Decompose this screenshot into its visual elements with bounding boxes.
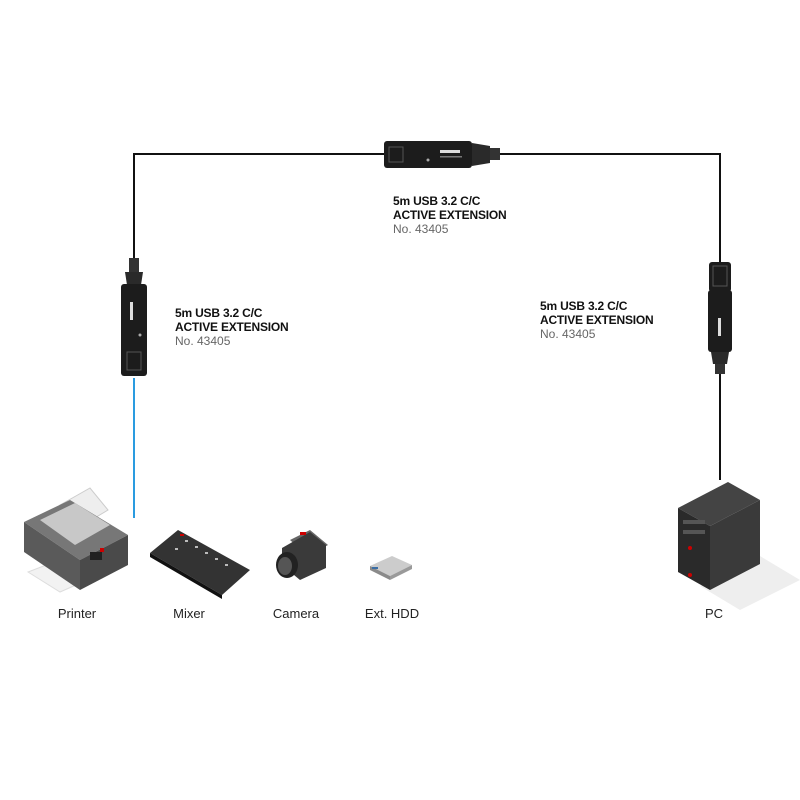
extension-label-top: 5m USB 3.2 C/C ACTIVE EXTENSION No. 4340… [393,194,507,236]
product-type: ACTIVE EXTENSION [393,208,507,222]
camera-illustration [276,530,328,580]
pc-illustration [678,482,800,610]
device-label-mixer: Mixer [173,606,205,621]
hdd-illustration [370,556,412,580]
extender-top [384,141,500,168]
extension-label-right: 5m USB 3.2 C/C ACTIVE EXTENSION No. 4340… [540,299,654,341]
cable-left-top [133,153,388,262]
device-label-camera: Camera [272,606,320,621]
product-name: 5m USB 3.2 C/C [540,299,628,313]
extender-right [708,262,732,374]
device-label-ext-hdd: Ext. HDD [364,606,420,621]
extender-left [121,258,147,376]
device-label-printer: Printer [57,606,97,621]
product-name: 5m USB 3.2 C/C [393,194,481,208]
product-name: 5m USB 3.2 C/C [175,306,263,320]
cable-top-right [492,153,721,262]
printer-illustration [24,487,128,593]
product-number: No. 43405 [393,222,449,236]
mixer-illustration [150,530,250,599]
product-type: ACTIVE EXTENSION [540,313,654,327]
device-label-pc: PC [704,606,724,621]
product-number: No. 43405 [175,334,231,348]
product-number: No. 43405 [540,327,596,341]
product-type: ACTIVE EXTENSION [175,320,289,334]
extension-label-left: 5m USB 3.2 C/C ACTIVE EXTENSION No. 4340… [175,306,289,348]
